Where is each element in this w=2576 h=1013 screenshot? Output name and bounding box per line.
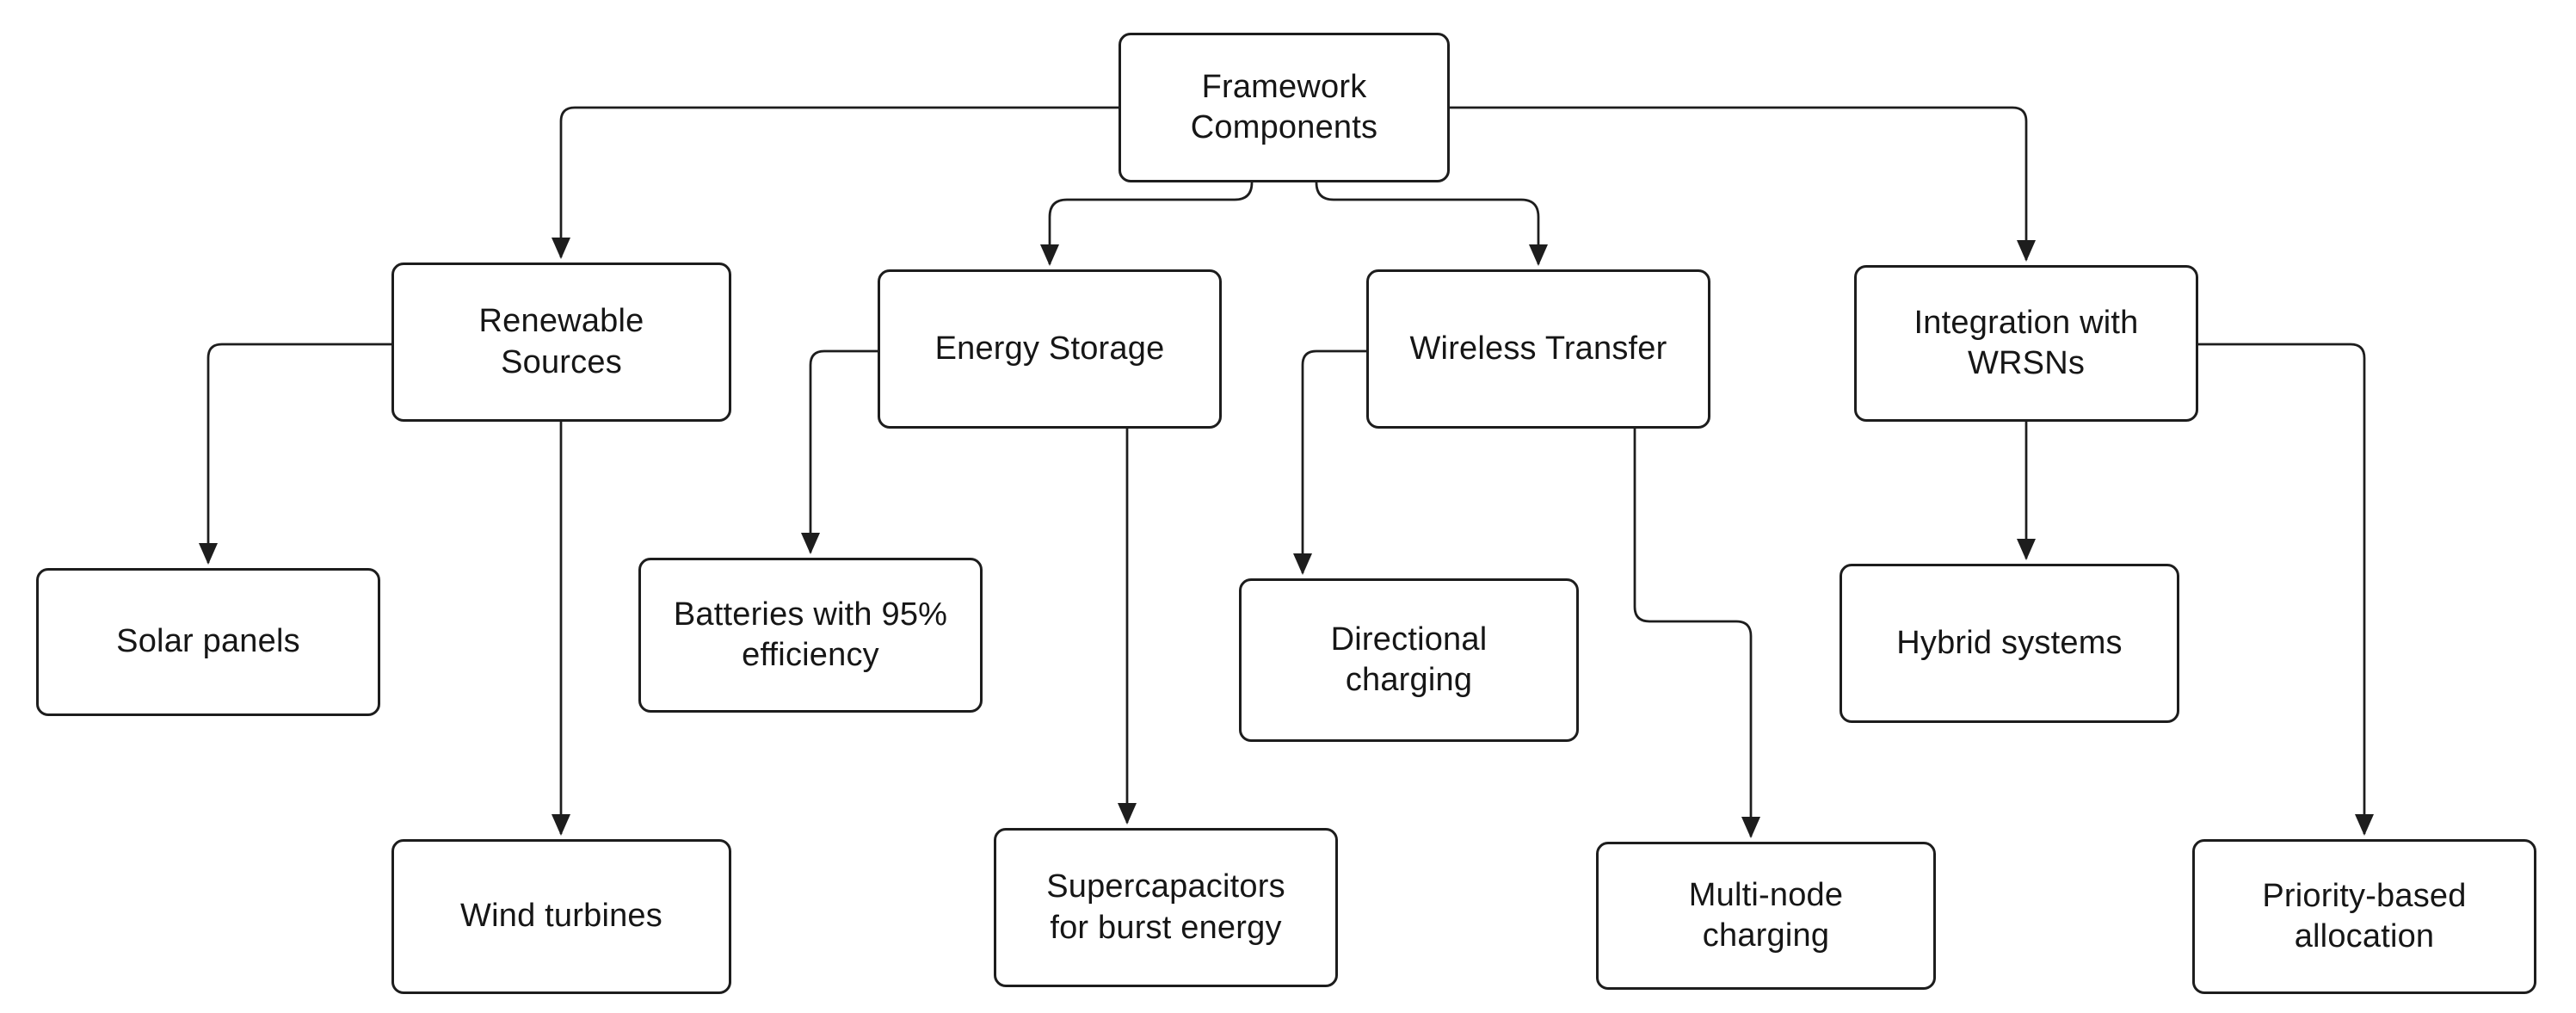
edge-integration-priority — [2198, 343, 2374, 836]
node-framework-components: Framework Components — [1119, 33, 1450, 182]
edge-framework-renewable — [552, 106, 1119, 259]
node-solar-panels: Solar panels — [36, 568, 380, 716]
node-label: Integration with WRSNs — [1914, 304, 2139, 381]
node-integration-with-wrsns: Integration with WRSNs — [1854, 265, 2198, 422]
edge-framework-energy — [1040, 182, 1254, 266]
node-priority-based-allocation: Priority-based allocation — [2192, 839, 2536, 994]
node-label: Renewable Sources — [478, 303, 644, 380]
node-label: Hybrid systems — [1896, 624, 2123, 661]
node-label: Priority-based allocation — [2262, 877, 2467, 954]
node-label: Wind turbines — [460, 898, 662, 935]
node-batteries-efficiency: Batteries with 95% efficiency — [638, 558, 983, 713]
edge-framework-integration — [1450, 106, 2036, 262]
node-label: Energy Storage — [934, 330, 1165, 367]
node-energy-storage: Energy Storage — [878, 269, 1222, 429]
edge-wireless-multinode — [1633, 429, 1760, 838]
edge-wireless-directional — [1293, 349, 1366, 575]
edge-renewable-solar — [199, 343, 391, 565]
node-label: Multi-node charging — [1688, 876, 1844, 954]
node-renewable-sources: Renewable Sources — [391, 263, 731, 422]
node-label: Batteries with 95% efficiency — [673, 596, 948, 673]
node-label: Solar panels — [116, 623, 300, 660]
node-multi-node-charging: Multi-node charging — [1596, 842, 1936, 990]
node-label: Wireless Transfer — [1409, 330, 1667, 367]
node-label: Directional charging — [1330, 621, 1488, 698]
node-supercapacitors: Supercapacitors for burst energy — [994, 828, 1338, 987]
edge-framework-wireless — [1315, 182, 1548, 266]
node-wind-turbines: Wind turbines — [391, 839, 731, 994]
node-wireless-transfer: Wireless Transfer — [1366, 269, 1710, 429]
edge-energy-batteries — [801, 349, 878, 554]
node-label: Framework Components — [1190, 68, 1378, 145]
node-directional-charging: Directional charging — [1239, 578, 1579, 742]
node-label: Supercapacitors for burst energy — [1046, 868, 1285, 946]
node-hybrid-systems: Hybrid systems — [1840, 564, 2179, 723]
